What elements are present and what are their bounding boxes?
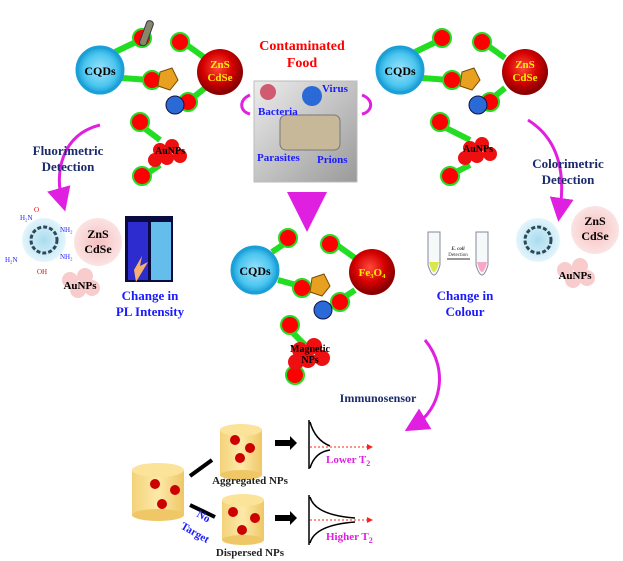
magnetic-nps-cluster	[288, 338, 330, 370]
cqds-label: CQDs	[239, 264, 271, 278]
aunps-cluster	[148, 139, 187, 167]
o-label: O	[34, 206, 39, 214]
aunps-label: AuNPs	[558, 270, 592, 282]
virus-icon	[313, 300, 333, 320]
food-tin-icon	[279, 114, 341, 151]
excitation-icon	[134, 256, 148, 282]
aunps-label: AuNPs	[463, 144, 493, 155]
h2n-label: H₂N	[20, 214, 33, 222]
flow-arrows	[47, 93, 574, 432]
colour-result-label-2: Colour	[446, 304, 485, 319]
virus-icon	[468, 95, 488, 115]
cdse-label: CdSe	[84, 242, 112, 256]
cqd-particle	[75, 45, 125, 95]
dispersed-cylinder	[222, 494, 264, 545]
antibody-icon	[130, 28, 198, 186]
parasite-icon	[309, 273, 331, 297]
higher-t2-label: Higher T2	[326, 531, 373, 545]
lower-t2-label: Lower T2	[326, 454, 370, 468]
aggregated-label: Aggregated NPs	[212, 475, 289, 487]
aunps-label: AuNPs	[63, 280, 97, 292]
fluorimetric-title-2: Detection	[42, 159, 95, 174]
sensor-assembly-left	[75, 20, 243, 186]
bacteria-icon	[139, 20, 154, 47]
cqds-label: CQDs	[84, 64, 116, 78]
cdse-label: CdSe	[581, 229, 609, 243]
no-target-label: No	[195, 508, 213, 525]
zns-cdse-particle	[197, 49, 243, 95]
pathogen-icon	[260, 84, 276, 100]
oh-label: OH	[37, 268, 47, 276]
aunps-faded-cluster	[557, 258, 595, 288]
food-title: Food	[287, 56, 318, 71]
colorimetric-title: Colorimetric	[532, 156, 604, 171]
nh2-label: NH₂	[60, 253, 73, 261]
pathogen-prions: Prions	[317, 154, 348, 166]
pathogen-virus: Virus	[322, 83, 349, 95]
cdse-label: CdSe	[207, 72, 232, 84]
sample-cylinder	[132, 463, 184, 521]
graphene-cqd-icon	[516, 218, 560, 262]
zns-cdse-particle	[502, 49, 548, 95]
zns-label: ZnS	[515, 59, 535, 71]
magnetic-label: Magnetic	[290, 344, 331, 355]
virus-icon	[165, 95, 185, 115]
ecoli-label: E. coli	[450, 247, 465, 252]
fe3o4-label: Fe₃O₄	[359, 267, 386, 279]
contaminated-title: Contaminated	[259, 39, 345, 54]
parasite-icon	[459, 67, 481, 91]
colour-result-label: Change in	[437, 288, 494, 303]
pathogen-parasites: Parasites	[257, 152, 300, 164]
colorimetric-title-2: Detection	[542, 172, 595, 187]
t2-signal-lower	[308, 420, 373, 469]
pathogen-bacteria: Bacteria	[258, 106, 298, 118]
nps-label: NPs	[301, 355, 318, 366]
zns-label: ZnS	[210, 59, 230, 71]
zns-label: ZnS	[87, 227, 109, 241]
zns-cdse-quenched	[74, 218, 122, 266]
pl-result-label: Change in	[122, 288, 179, 303]
dispersed-label: Dispersed NPs	[216, 547, 285, 559]
h2n-label: H₂N	[5, 256, 18, 264]
fluorimetric-title: Fluorimetric	[33, 143, 104, 158]
branch-arrows	[188, 458, 216, 519]
pl-result-label-2: PL Intensity	[116, 304, 185, 319]
detection-label: Detection	[448, 253, 468, 258]
cqds-label: CQDs	[384, 64, 416, 78]
aunps-label: AuNPs	[155, 146, 185, 157]
virus-icon	[302, 86, 322, 106]
aunps-faded-cluster	[62, 268, 100, 298]
zns-cdse-quenched	[571, 206, 619, 254]
cqd-particle	[230, 245, 280, 295]
immunosensor-title: Immunosensor	[340, 391, 417, 405]
graphene-cqd-icon	[22, 218, 66, 262]
result-arrows	[275, 436, 297, 525]
sensor-assembly-magnetic	[230, 228, 395, 385]
sensor-assembly-right	[375, 28, 548, 186]
antibody-icon	[278, 228, 350, 385]
parasite-icon	[157, 67, 179, 91]
nh2-label: NH₂	[60, 226, 73, 234]
aunps-cluster	[458, 137, 497, 165]
zns-label: ZnS	[584, 214, 606, 228]
cqd-particle	[375, 45, 425, 95]
fe3o4-particle	[349, 249, 395, 295]
aggregated-cylinder	[220, 424, 262, 480]
t2-signal-higher	[308, 495, 373, 545]
cdse-label: CdSe	[512, 72, 537, 84]
